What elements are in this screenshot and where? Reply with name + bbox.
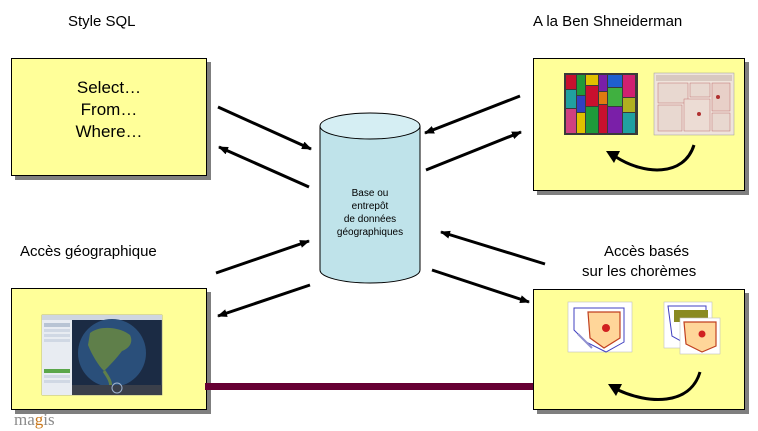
cycle-arrow-1-head (606, 151, 620, 163)
treemap-image-1 (564, 73, 638, 135)
arrow-db-to-geo (217, 283, 311, 318)
sql-query-lines: Select… From… Where… (12, 77, 206, 143)
choremes-box (533, 289, 745, 410)
db-label-line3: de données (344, 214, 396, 225)
db-label-line4: géographiques (337, 227, 403, 238)
title-acces-geographique: Accès géographique (20, 243, 157, 260)
db-label-line2: entrepôt (352, 201, 389, 212)
geo-choremes-connector (205, 383, 533, 390)
geographic-box (11, 288, 207, 410)
database-cylinder: Base ou entrepôt de données géographique… (319, 112, 421, 284)
choreme-thumbnails (567, 301, 721, 401)
arrow-choremes-to-db (440, 230, 546, 266)
arrow-db-to-shneiderman (425, 130, 522, 172)
shneiderman-box (533, 58, 745, 191)
title-style-sql: Style SQL (68, 13, 136, 30)
title-ben-shneiderman: A la Ben Shneiderman (533, 13, 683, 30)
title-choremes-line1: Accès basés (604, 243, 690, 260)
logo-text-mark: g (34, 410, 44, 429)
db-label-line1: Base ou (352, 188, 389, 199)
cycle-arrow-2 (617, 371, 702, 401)
logo-text-end: is (43, 410, 55, 429)
logo-text-start: ma (14, 410, 35, 429)
cycle-arrow-2-head (608, 384, 622, 396)
choreme-image-1 (567, 301, 633, 353)
arrow-geo-to-db (215, 239, 310, 275)
treemap-thumbnails (564, 72, 735, 172)
globe-screenshot (41, 314, 163, 396)
magis-logo: magis (14, 410, 55, 430)
arrow-shneiderman-to-db (424, 94, 521, 135)
arrow-db-to-sql (218, 145, 310, 189)
arrow-sql-to-db (217, 105, 312, 151)
title-choremes-line2: sur les chorèmes (582, 263, 697, 280)
sql-from-line: From… (80, 100, 138, 119)
sql-select-line: Select… (76, 78, 142, 97)
choreme-image-2 (663, 301, 721, 355)
sql-where-line: Where… (75, 122, 143, 141)
treemap-image-2 (653, 72, 735, 136)
sql-box: Select… From… Where… (11, 58, 207, 176)
arrow-db-to-choremes (431, 268, 530, 304)
cycle-arrow-1 (615, 144, 696, 172)
